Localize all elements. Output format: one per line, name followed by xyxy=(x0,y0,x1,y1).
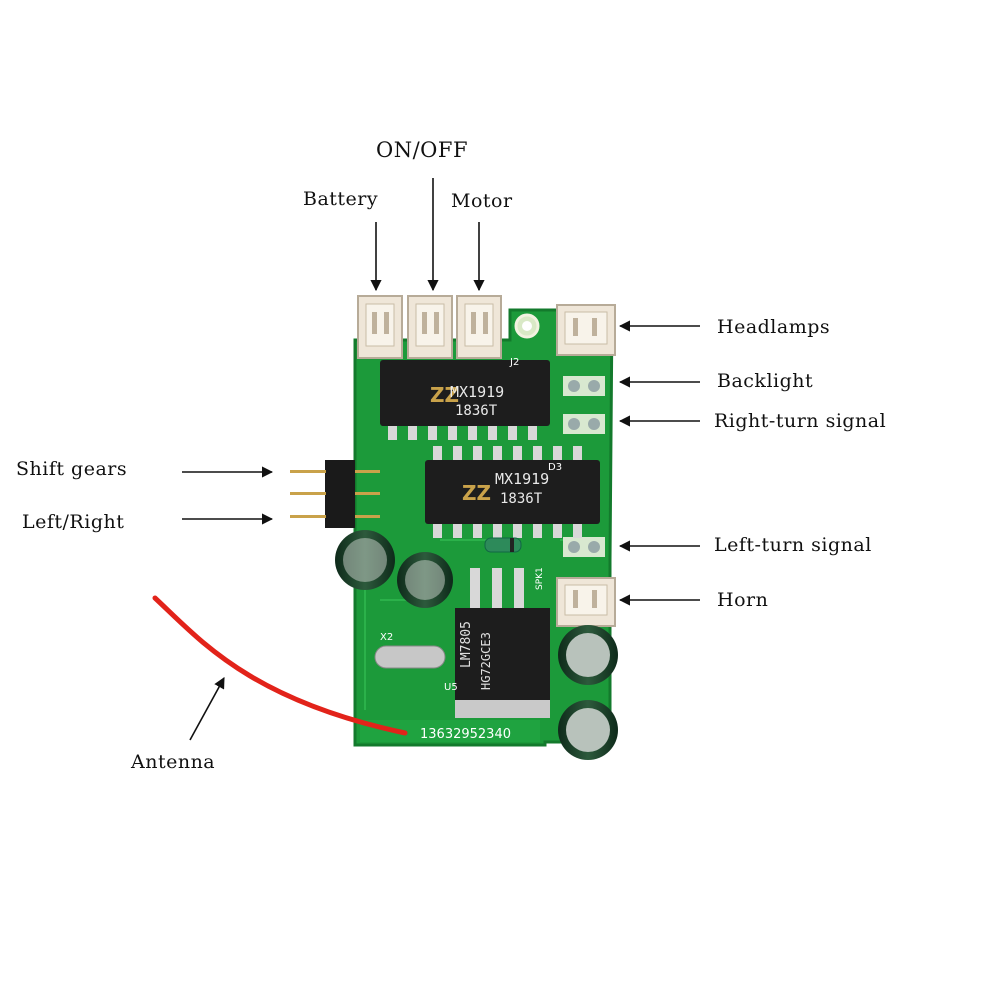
chip1-marking-2: 1836T xyxy=(455,403,498,419)
antenna-wire xyxy=(152,595,408,736)
backlight-pads xyxy=(563,376,605,396)
diode xyxy=(484,537,522,553)
svg-text:ZZ: ZZ xyxy=(430,383,459,407)
ref-j2: J2 xyxy=(509,357,519,368)
regulator-marking-1: LM7805 xyxy=(459,621,474,668)
pin-header xyxy=(290,460,380,528)
headlamps-connector xyxy=(556,304,616,356)
motor-connector xyxy=(456,295,502,359)
label-left-turn: Left-turn signal xyxy=(714,534,872,556)
capacitor-3 xyxy=(558,625,618,685)
label-battery: Battery xyxy=(303,188,379,210)
capacitor-4 xyxy=(558,700,618,760)
chip2-marking-1: MX1919 xyxy=(495,470,549,488)
ref-x2: X2 xyxy=(380,632,393,643)
label-shift-gears: Shift gears xyxy=(16,458,128,480)
left-turn-pads xyxy=(563,537,605,557)
ref-d3: D3 xyxy=(548,462,562,473)
chip2-marking-2: 1836T xyxy=(500,491,543,507)
driver-chip-2: ZZ xyxy=(425,446,600,538)
label-backlight: Backlight xyxy=(717,370,814,392)
label-motor: Motor xyxy=(451,190,513,212)
label-left-right: Left/Right xyxy=(22,511,125,533)
ref-u5: U5 xyxy=(444,682,458,693)
label-right-turn: Right-turn signal xyxy=(714,410,887,432)
horn-connector xyxy=(556,577,616,627)
on-off-connector xyxy=(407,295,453,359)
regulator-marking-2: HG72GCE3 xyxy=(479,632,493,690)
battery-connector xyxy=(357,295,403,359)
annotation-arrows xyxy=(182,178,700,741)
label-antenna: Antenna xyxy=(131,751,216,773)
label-horn: Horn xyxy=(717,589,769,611)
right-turn-pads xyxy=(563,414,605,434)
svg-text:ZZ: ZZ xyxy=(462,481,491,505)
serial-number: 13632952340 xyxy=(420,727,511,742)
crystal xyxy=(374,645,446,669)
ref-spk: SPK1 xyxy=(535,567,545,590)
capacitor-2 xyxy=(397,552,453,608)
driver-chip-1: ZZ xyxy=(380,360,550,440)
voltage-regulator xyxy=(455,568,550,718)
label-on-off: ON/OFF xyxy=(376,138,469,162)
capacitor-1 xyxy=(335,530,395,590)
chip1-marking-1: MX1919 xyxy=(450,383,504,401)
label-headlamps: Headlamps xyxy=(717,316,831,338)
